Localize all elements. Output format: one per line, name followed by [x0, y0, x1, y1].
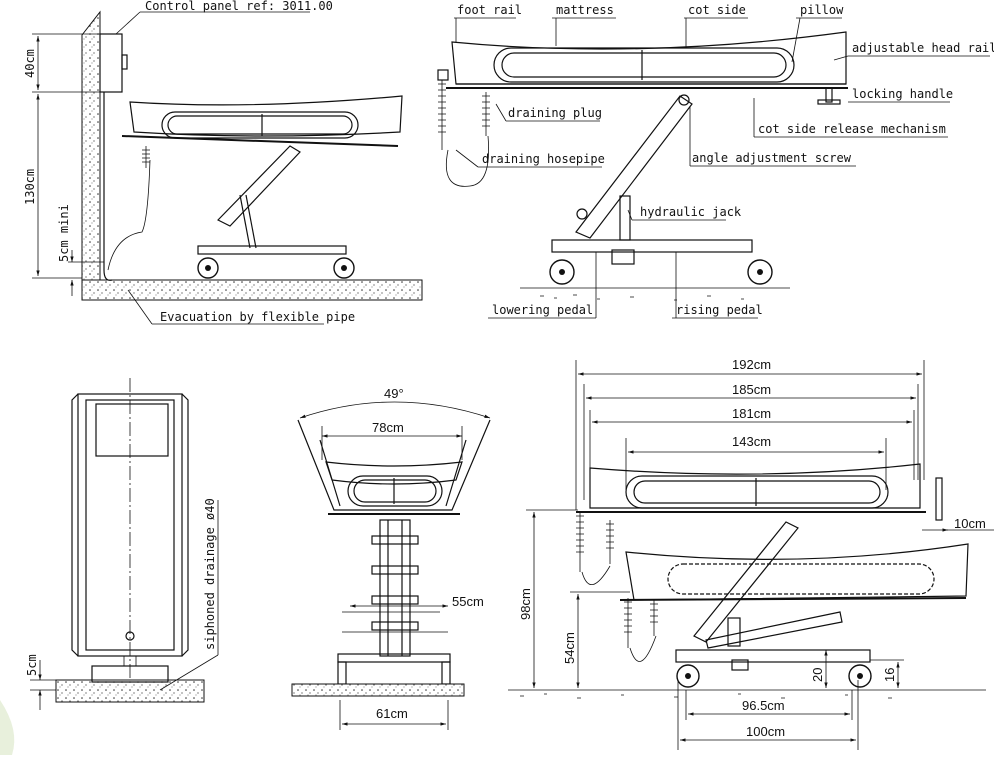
dims-arm: [693, 521, 799, 643]
dim-54: 54cm: [562, 632, 577, 664]
draining-hosepipe-loop: [445, 135, 489, 187]
dim-angle-49: 49°: [384, 386, 404, 401]
parts-base: [551, 239, 753, 253]
label-locking-handle: locking handle: [852, 87, 953, 101]
label-pillow: pillow: [800, 3, 844, 17]
label-adjustable-head-rail: adjustable head rail: [852, 41, 994, 55]
hydraulic-jack-body: [619, 195, 631, 241]
parts-view: foot rail mattress cot side pillow adjus…: [437, 3, 994, 319]
top-view-floor: [55, 679, 205, 703]
lowered-tray: [625, 543, 969, 601]
side-tray: [129, 95, 403, 137]
dim-100: 100cm: [746, 724, 785, 739]
dim-61: 61cm: [376, 706, 408, 721]
dim-55: 55cm: [452, 594, 484, 609]
dim-16: 16: [882, 668, 897, 682]
dims-base: [675, 649, 871, 663]
side-view-installation: Control panel ref: 3011.00 40cm 130cm 5c…: [23, 0, 423, 325]
label-foot-rail: foot rail: [457, 3, 522, 17]
label-angle-adjustment-screw: angle adjustment screw: [692, 151, 852, 165]
wall: [81, 10, 101, 299]
dim-185: 185cm: [732, 382, 771, 397]
dim-10: 10cm: [954, 516, 986, 531]
leader-control-panel: [115, 11, 141, 35]
label-siphoned-drainage: siphoned drainage ø40: [203, 498, 217, 650]
dim-181: 181cm: [732, 406, 771, 421]
dim-98: 98cm: [518, 588, 533, 620]
control-panel-box: [99, 33, 123, 93]
raised-tray: [589, 463, 921, 509]
dim-20: 20: [810, 668, 825, 682]
label-cot-side-release: cot side release mechanism: [758, 122, 946, 136]
end-view: 49° 78cm 55cm 61cm: [291, 386, 491, 730]
label-draining-plug: draining plug: [508, 106, 602, 120]
dim-5: 5cm: [25, 654, 39, 676]
dim-143: 143cm: [732, 434, 771, 449]
dim-192: 192cm: [732, 357, 771, 372]
label-mattress: mattress: [556, 3, 614, 17]
parts-arm: [575, 95, 693, 239]
dim-96-5: 96.5cm: [742, 698, 785, 713]
dim-130: 130cm: [23, 169, 37, 205]
top-view: siphoned drainage ø40 5cm: [25, 378, 219, 710]
dim-40: 40cm: [23, 49, 37, 78]
label-evacuation: Evacuation by flexible pipe: [160, 310, 355, 324]
dim-78: 78cm: [372, 420, 404, 435]
label-rising-pedal: rising pedal: [676, 303, 763, 317]
end-view-floor: [291, 683, 465, 697]
floor: [81, 279, 423, 301]
label-hydraulic-jack: hydraulic jack: [640, 205, 742, 219]
label-lowering-pedal: lowering pedal: [492, 303, 593, 317]
end-view-column: [379, 519, 411, 657]
dim-5-mini: 5cm mini: [57, 204, 71, 262]
label-cot-side: cot side: [688, 3, 746, 17]
dimensioned-view: 192cm 185cm 181cm 143cm 10cm: [508, 357, 994, 750]
flexible-pipe: [107, 159, 151, 271]
label-draining-hosepipe: draining hosepipe: [482, 152, 605, 166]
angle-arc: [299, 401, 491, 419]
side-arm: [216, 145, 301, 227]
corner-tint: [0, 700, 15, 755]
label-control-panel: Control panel ref: 3011.00: [145, 0, 333, 13]
side-base: [197, 245, 347, 255]
